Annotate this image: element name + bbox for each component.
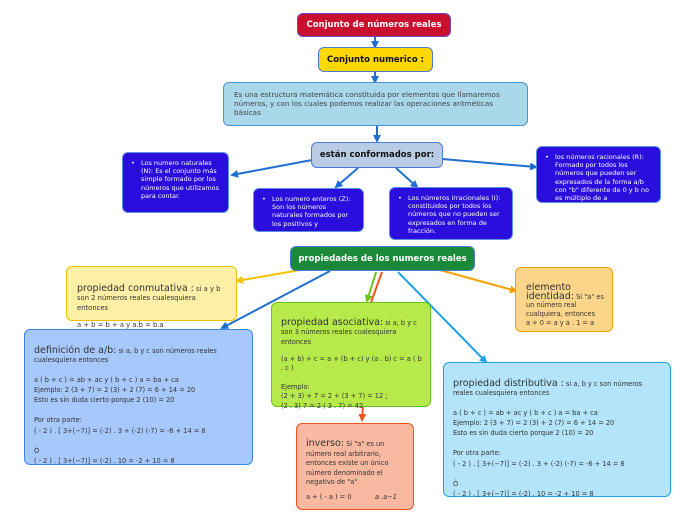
inverso-formula2: a .a−1 bbox=[375, 493, 397, 502]
bullet-icon: • bbox=[545, 153, 549, 161]
inverso-node[interactable]: inverso: Si "a" es un número real arbitr… bbox=[296, 423, 414, 510]
naturales-node[interactable]: • Los numero naturales (N): Es el conjun… bbox=[122, 152, 229, 213]
inverso-label: inverso: bbox=[306, 438, 344, 450]
inverso-formula: a + ( - a ) = 0 bbox=[306, 493, 352, 502]
enteros-node[interactable]: • Los numero enteros (Z): Son los número… bbox=[253, 188, 364, 232]
link-to-irracionales bbox=[395, 167, 419, 189]
distributiva-label: propiedad distributiva : bbox=[453, 378, 564, 390]
identidad-formula: a + 0 = a y a . 1 = a bbox=[526, 318, 595, 327]
conmutativa-node[interactable]: propiedad conmutativa : si a y b son 2 n… bbox=[66, 266, 237, 329]
bullet-icon: • bbox=[262, 195, 266, 203]
identidad-intro: Si "a" es un número real cualquiera, ent… bbox=[526, 292, 604, 319]
division-intro: si a, b y c son números reales cualesqui… bbox=[34, 347, 217, 365]
division-node[interactable]: definición de a/b: si a, b y c son númer… bbox=[24, 329, 253, 465]
inverso-intro: Si "a" es un número real arbitrario, ent… bbox=[306, 440, 389, 487]
properties-title-node[interactable]: propiedades de los numeros reales bbox=[290, 246, 475, 271]
identidad-label: elemento identidad: bbox=[526, 281, 574, 302]
enteros-text: Los numero enteros (Z): Son los números … bbox=[272, 195, 351, 228]
link-to-asociativa bbox=[364, 271, 377, 303]
conformed-text: están conformados por: bbox=[319, 150, 435, 160]
title-text: Conjunto de números reales bbox=[306, 20, 442, 30]
irracionales-node[interactable]: • Los números irracionales (I): constitu… bbox=[389, 187, 513, 240]
racionales-node[interactable]: • los números racionales (R): Formado po… bbox=[536, 146, 661, 203]
irracionales-text: Los números irracionales (I): constituid… bbox=[408, 194, 501, 235]
bullet-icon: • bbox=[398, 194, 402, 202]
link-to-division bbox=[220, 270, 331, 329]
bullet-icon: • bbox=[131, 159, 135, 167]
title-node[interactable]: Conjunto de números reales bbox=[297, 13, 451, 37]
racionales-text: los números racionales (R): Formado por … bbox=[555, 153, 649, 203]
link-to-racionales bbox=[441, 158, 538, 171]
link-to-naturales bbox=[230, 159, 313, 178]
link-to-conmutativa bbox=[235, 269, 301, 284]
identidad-node[interactable]: elemento identidad: Si "a" es un número … bbox=[515, 267, 613, 332]
description-node[interactable]: Es una estructura matemática constituida… bbox=[223, 82, 528, 126]
distributiva-body: a ( b + c ) = ab + ac y ( b + c ) a = ba… bbox=[453, 408, 625, 499]
link-to-distributiva bbox=[397, 271, 488, 364]
link-to-enteros bbox=[334, 167, 359, 189]
division-body: a ( b + c ) = ab + ac y ( b + c ) a = ba… bbox=[34, 375, 206, 466]
distributiva-intro: si a, b y c son números reales cualesqui… bbox=[453, 380, 643, 398]
naturales-text: Los numero naturales (N): Es el conjunto… bbox=[141, 159, 220, 200]
conmutativa-formula: a + b = b + a y a.b = b.a bbox=[77, 320, 164, 329]
asociativa-body: (a + b) + c = a + (b + c) y (a . b) c = … bbox=[281, 354, 422, 410]
asociativa-node[interactable]: propiedad asociativa: si a, b y c son 3 … bbox=[271, 302, 431, 410]
conmutativa-label: propiedad conmutativa : bbox=[77, 283, 194, 295]
link-to-identidad bbox=[439, 269, 518, 294]
asociativa-intro: si a, b y c son 3 números reales cualesq… bbox=[281, 319, 417, 346]
subtitle-text: Conjunto numerico : bbox=[326, 54, 425, 65]
division-label: definición de a/b: bbox=[34, 345, 117, 357]
asociativa-label: propiedad asociativa: bbox=[281, 317, 384, 329]
properties-title-text: propiedades de los numeros reales bbox=[298, 253, 467, 264]
conmutativa-intro: si a y b son 2 números reales cualesquie… bbox=[77, 285, 221, 312]
description-text: Es una estructura matemática constituida… bbox=[234, 90, 500, 118]
subtitle-node[interactable]: Conjunto numerico : bbox=[318, 47, 433, 72]
conformed-node[interactable]: están conformados por: bbox=[311, 142, 443, 168]
distributiva-node[interactable]: propiedad distributiva : si a, b y c son… bbox=[443, 362, 671, 499]
